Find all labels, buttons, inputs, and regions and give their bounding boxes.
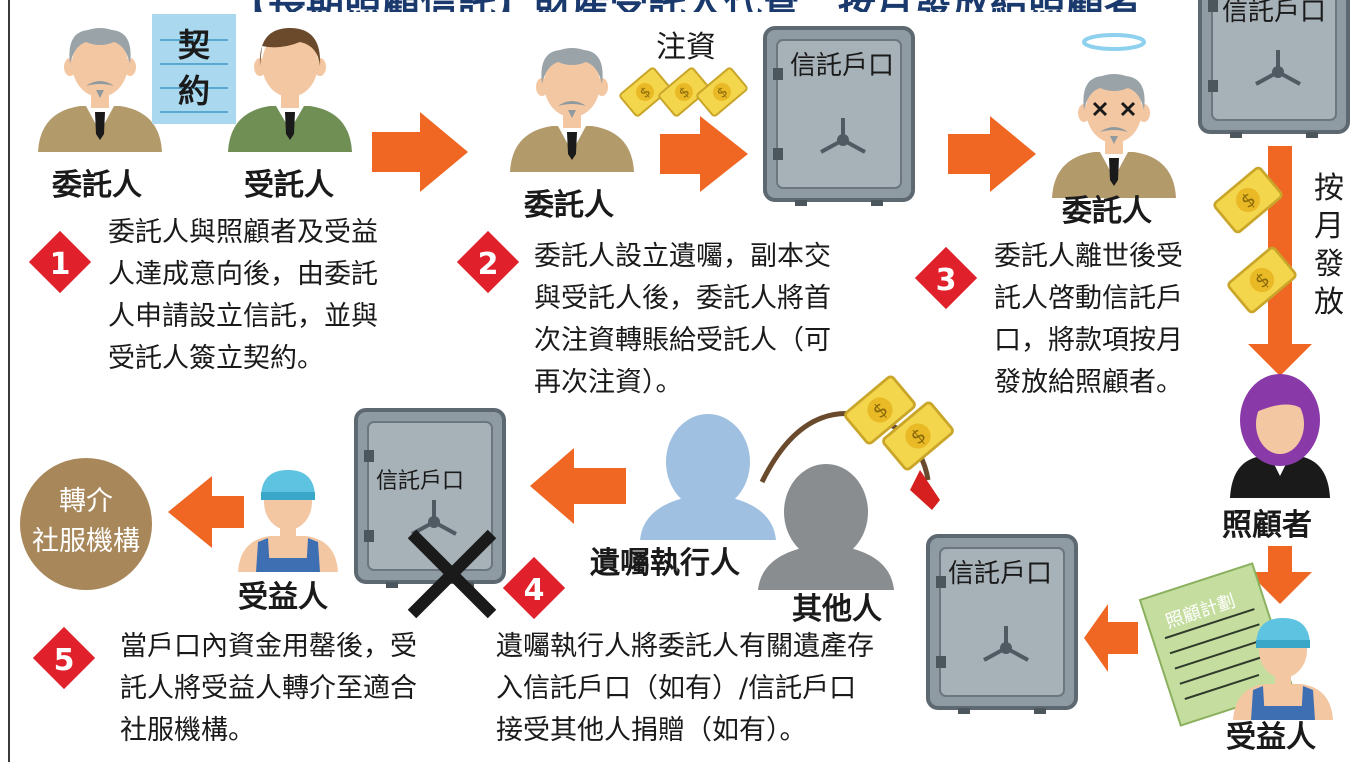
care-plan-document bbox=[1138, 562, 1295, 727]
settlor-figure-1 bbox=[38, 28, 162, 152]
actor-caregiver: 照顧者 bbox=[1222, 508, 1312, 543]
safe-label-3: 信託戶口 bbox=[948, 559, 1052, 589]
actor-settlor-2: 委託人 bbox=[524, 188, 614, 223]
caregiver-figure bbox=[1230, 374, 1330, 498]
settlor-figure-2 bbox=[510, 48, 634, 172]
frame-border bbox=[8, 0, 10, 762]
badge-step-3: 3 bbox=[914, 246, 978, 310]
safe-label-4: 信託戶口 bbox=[376, 469, 464, 494]
badge-step-5: 5 bbox=[32, 626, 96, 690]
referral-label: 轉介 社服機構 bbox=[32, 486, 140, 557]
contract-label: 契 約 bbox=[178, 26, 211, 110]
badge-step-4: 4 bbox=[502, 556, 566, 620]
actor-executor: 遺囑執行人 bbox=[590, 546, 740, 581]
actor-settlor-3: 委託人 bbox=[1062, 194, 1152, 229]
arrow-deposit bbox=[660, 116, 748, 192]
deceased-eyes-icon bbox=[1092, 101, 1136, 117]
arrow-to-safe bbox=[1084, 604, 1138, 672]
svg-text:4: 4 bbox=[524, 573, 545, 608]
step-4-text: 遺囑執行人將委託人有關遺產存 入信託戶口（如有）/信託戶口 接受其他人捐贈（如有… bbox=[496, 631, 874, 746]
step-1-text: 委託人與照顧者及受益 人達成意向後，由委託 人申請設立信託，並與 受託人簽立契約… bbox=[108, 217, 378, 374]
arrow-executor-to-safe bbox=[530, 448, 626, 524]
step-5-text: 當戶口內資金用罄後，受 託人將受益人轉介至適合 社服機構。 bbox=[120, 631, 417, 746]
deposit-label: 注資 bbox=[656, 30, 716, 65]
monthly-payout-label: 按 月 發 放 bbox=[1314, 171, 1344, 320]
trust-safe-4 bbox=[354, 408, 506, 590]
svg-text:2: 2 bbox=[478, 247, 499, 282]
badge-step-2: 2 bbox=[456, 230, 520, 294]
safe-label-1: 信託戶口 bbox=[790, 51, 894, 81]
step-3-text: 委託人離世後受 託人啓動信託戶 口，將款項按月 發放給照顧者。 bbox=[994, 241, 1183, 398]
actor-beneficiary-2: 受益人 bbox=[1226, 720, 1316, 755]
arrow-to-referral bbox=[168, 476, 244, 548]
cross-icon bbox=[407, 529, 497, 619]
arrow-caregiver-to-beneficiary bbox=[1248, 546, 1312, 604]
executor-figure bbox=[640, 414, 776, 540]
svg-text:5: 5 bbox=[54, 643, 75, 678]
actor-others: 其他人 bbox=[792, 592, 882, 627]
money-icon-deposit bbox=[618, 66, 749, 118]
arrow-step1-to-2 bbox=[372, 112, 468, 192]
halo-icon bbox=[1082, 33, 1146, 51]
contract-icon bbox=[152, 14, 236, 124]
step-2-text: 委託人設立遺囑，副本交 與受託人後，委託人將首 次注資轉賬給受託人（可 再次注資… bbox=[534, 241, 831, 398]
trustee-figure bbox=[228, 28, 352, 152]
beneficiary-figure-1 bbox=[238, 470, 338, 572]
money-icon-donation bbox=[842, 373, 956, 473]
badge-step-1: 1 bbox=[28, 230, 92, 294]
others-figure bbox=[758, 464, 894, 590]
safe-label-2: 信託戶口 bbox=[1222, 0, 1326, 27]
referral-circle bbox=[20, 458, 152, 590]
actor-beneficiary-1: 受益人 bbox=[238, 580, 328, 615]
arrow-step2-to-3 bbox=[948, 116, 1036, 192]
actor-trustee: 受託人 bbox=[244, 168, 334, 203]
deceased-settlor-figure bbox=[1052, 74, 1176, 198]
actor-settlor-1: 委託人 bbox=[52, 168, 142, 203]
svg-text:1: 1 bbox=[50, 247, 71, 282]
svg-text:3: 3 bbox=[936, 263, 957, 298]
